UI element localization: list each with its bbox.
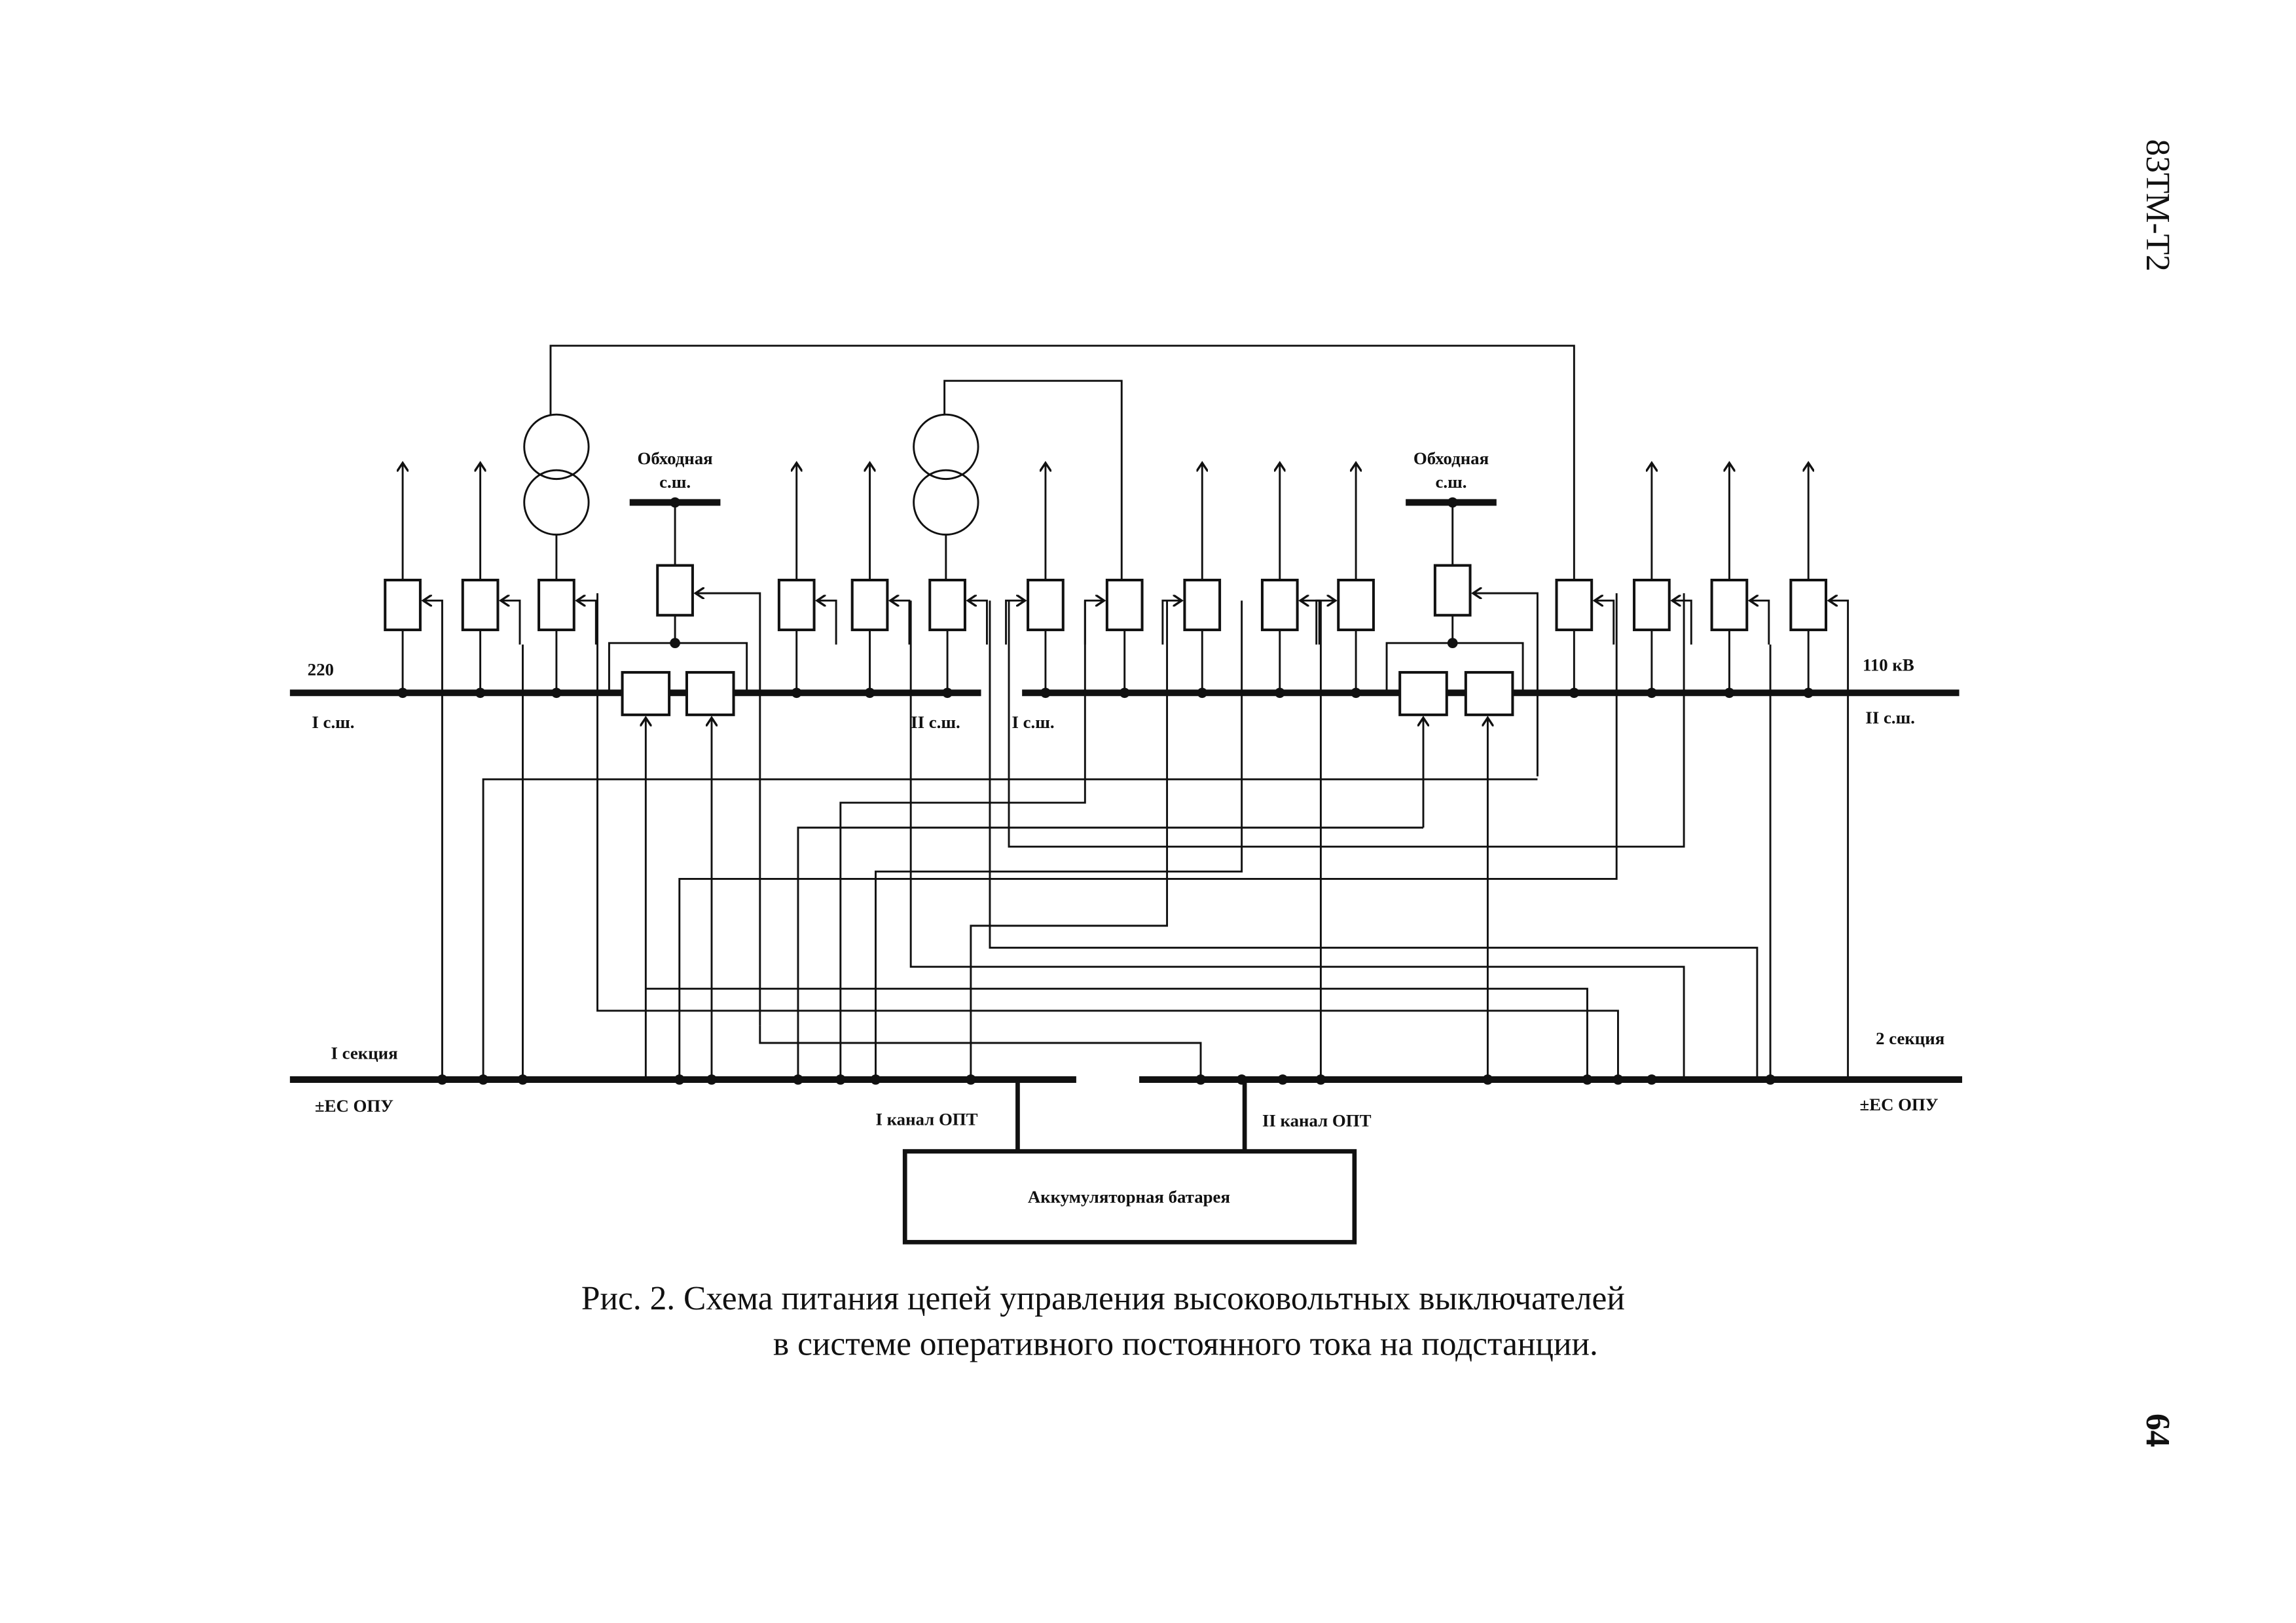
feeder-breaker (1005, 463, 1065, 699)
section-1-label: I секция (331, 1044, 397, 1063)
channel-1-label: I канал ОПТ (875, 1109, 977, 1129)
bus-coupler-left (621, 670, 735, 1080)
dc-tap-dot (1647, 1074, 1657, 1085)
bypass-bus-right (1385, 497, 1539, 776)
battery-label: Аккумуляторная батарея (1028, 1187, 1230, 1207)
feeder-breaker (1789, 463, 1850, 699)
bus-label-left-1: I с.ш. (312, 712, 354, 732)
feeder-breakers (384, 463, 1850, 1080)
dc-tap-dot (1613, 1074, 1624, 1085)
feeder-breaker (850, 463, 911, 699)
feeder-breaker (1315, 463, 1375, 699)
bus-label-right-1: I с.ш. (1011, 712, 1054, 732)
bus-label-right-2: II с.ш. (1865, 708, 1915, 727)
feeder-breaker (1161, 463, 1222, 699)
bypass-label-left-2: с.ш. (659, 472, 691, 492)
feeder-breaker (1633, 463, 1692, 699)
dc-tap-dot (517, 1074, 528, 1085)
feeder-breaker (1260, 463, 1321, 699)
bypass-label-left: Обходная (637, 448, 712, 468)
dc-tap-dot (966, 1074, 976, 1085)
section-2-label: 2 секция (1876, 1029, 1944, 1048)
dc-tap-dot (1582, 1074, 1593, 1085)
document-code: 83ТМ-Т2 (2139, 139, 2176, 272)
battery-box (902, 1149, 1357, 1245)
channel-2-label: II канал ОПТ (1262, 1111, 1372, 1131)
dc-tap-dot (835, 1074, 846, 1085)
dc-tap-dot (1315, 1074, 1326, 1085)
control-wiring (482, 593, 1758, 1080)
caption-line-2: в системе оперативного постоянного тока … (773, 1326, 1598, 1363)
dc-tap-dot (870, 1074, 881, 1085)
caption-line-1: Рис. 2. Схема питания цепей управления в… (581, 1280, 1625, 1317)
feeder-breaker (384, 463, 443, 699)
dc-tap-dot (478, 1074, 488, 1085)
dc-tap-dot (1277, 1074, 1288, 1085)
feeder-breaker (1555, 578, 1615, 699)
dc-tap-dot (1482, 1074, 1493, 1085)
transformer2-link (943, 380, 1123, 580)
bypass-bus-left (608, 497, 761, 1026)
feeder-breaker (928, 578, 988, 699)
feeder-breaker (1084, 578, 1144, 699)
feeder-breaker (538, 578, 597, 699)
voltage-220-label: 220 (308, 659, 334, 679)
ec-label-right: ±ЕС ОПУ (1859, 1095, 1938, 1114)
bypass-label-right: Обходная (1413, 448, 1489, 468)
transformer-2 (913, 413, 979, 580)
dc-tap-dot (437, 1074, 448, 1085)
dc-tap-dot (674, 1074, 685, 1085)
ec-label-left: ±ЕС ОПУ (315, 1096, 393, 1116)
transformer-1 (523, 413, 590, 580)
voltage-110-label: 110 кВ (1863, 655, 1914, 675)
bus-label-left-2: II с.ш. (911, 712, 960, 732)
dc-tap-dot (706, 1074, 717, 1085)
feeder-breaker (461, 463, 521, 699)
dc-bus-taps (437, 1074, 1776, 1085)
feeder-breaker (777, 463, 837, 699)
bypass-label-right-2: с.ш. (1435, 472, 1467, 492)
feeder-breaker (1710, 463, 1770, 699)
bus-coupler-right (1398, 670, 1514, 1080)
transformer1-link (549, 344, 1575, 580)
dc-tap-dot (1195, 1074, 1206, 1085)
dc-tap-dot (1765, 1074, 1776, 1085)
page-number: 64 (2139, 1413, 2176, 1447)
dc-tap-dot (793, 1074, 803, 1085)
